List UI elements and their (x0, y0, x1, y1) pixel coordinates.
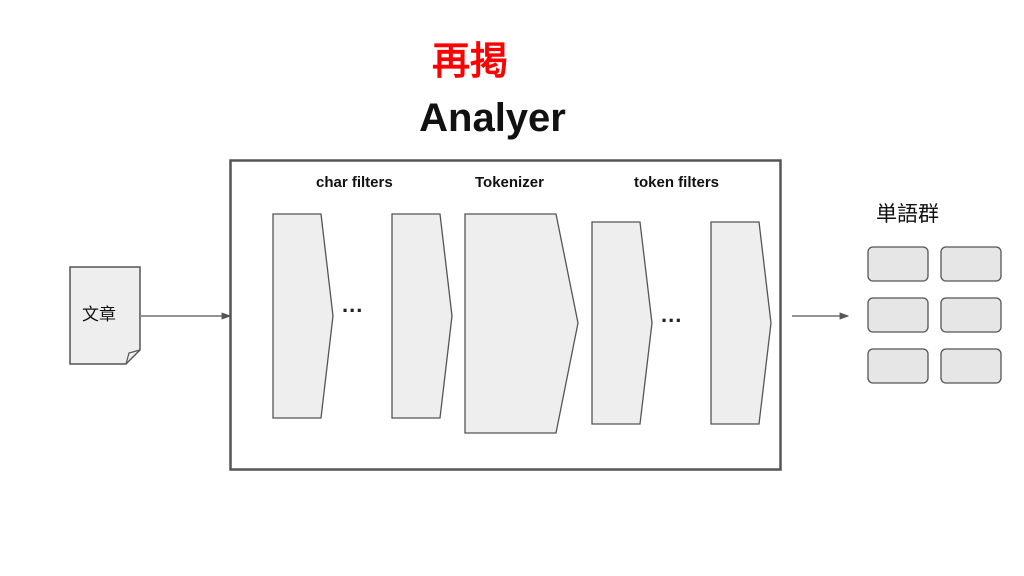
word-block (940, 348, 1002, 384)
repost-title: 再掲 (431, 39, 508, 83)
word-block (867, 297, 929, 333)
word-block (867, 246, 929, 282)
token-filter-shape-1 (591, 221, 653, 425)
token-filter-shape-2 (710, 221, 772, 425)
char-filters-ellipsis: ... (342, 292, 364, 317)
token-filters-label: token filters (634, 174, 720, 191)
words-label: 単語群 (876, 202, 939, 226)
word-block (940, 297, 1002, 333)
token-filters-ellipsis: ... (661, 302, 683, 327)
word-block (940, 246, 1002, 282)
document-fold-icon (125, 349, 141, 365)
document-label: 文章 (82, 305, 116, 325)
tokenizer-shape (464, 213, 579, 434)
tokenizer-label: Tokenizer (475, 174, 544, 191)
word-block (867, 348, 929, 384)
analyzer-title: Analyer (419, 96, 566, 140)
char-filter-shape-2 (391, 213, 453, 419)
document-icon (69, 266, 141, 365)
char-filter-shape-1 (272, 213, 334, 419)
char-filters-label: char filters (316, 174, 393, 191)
